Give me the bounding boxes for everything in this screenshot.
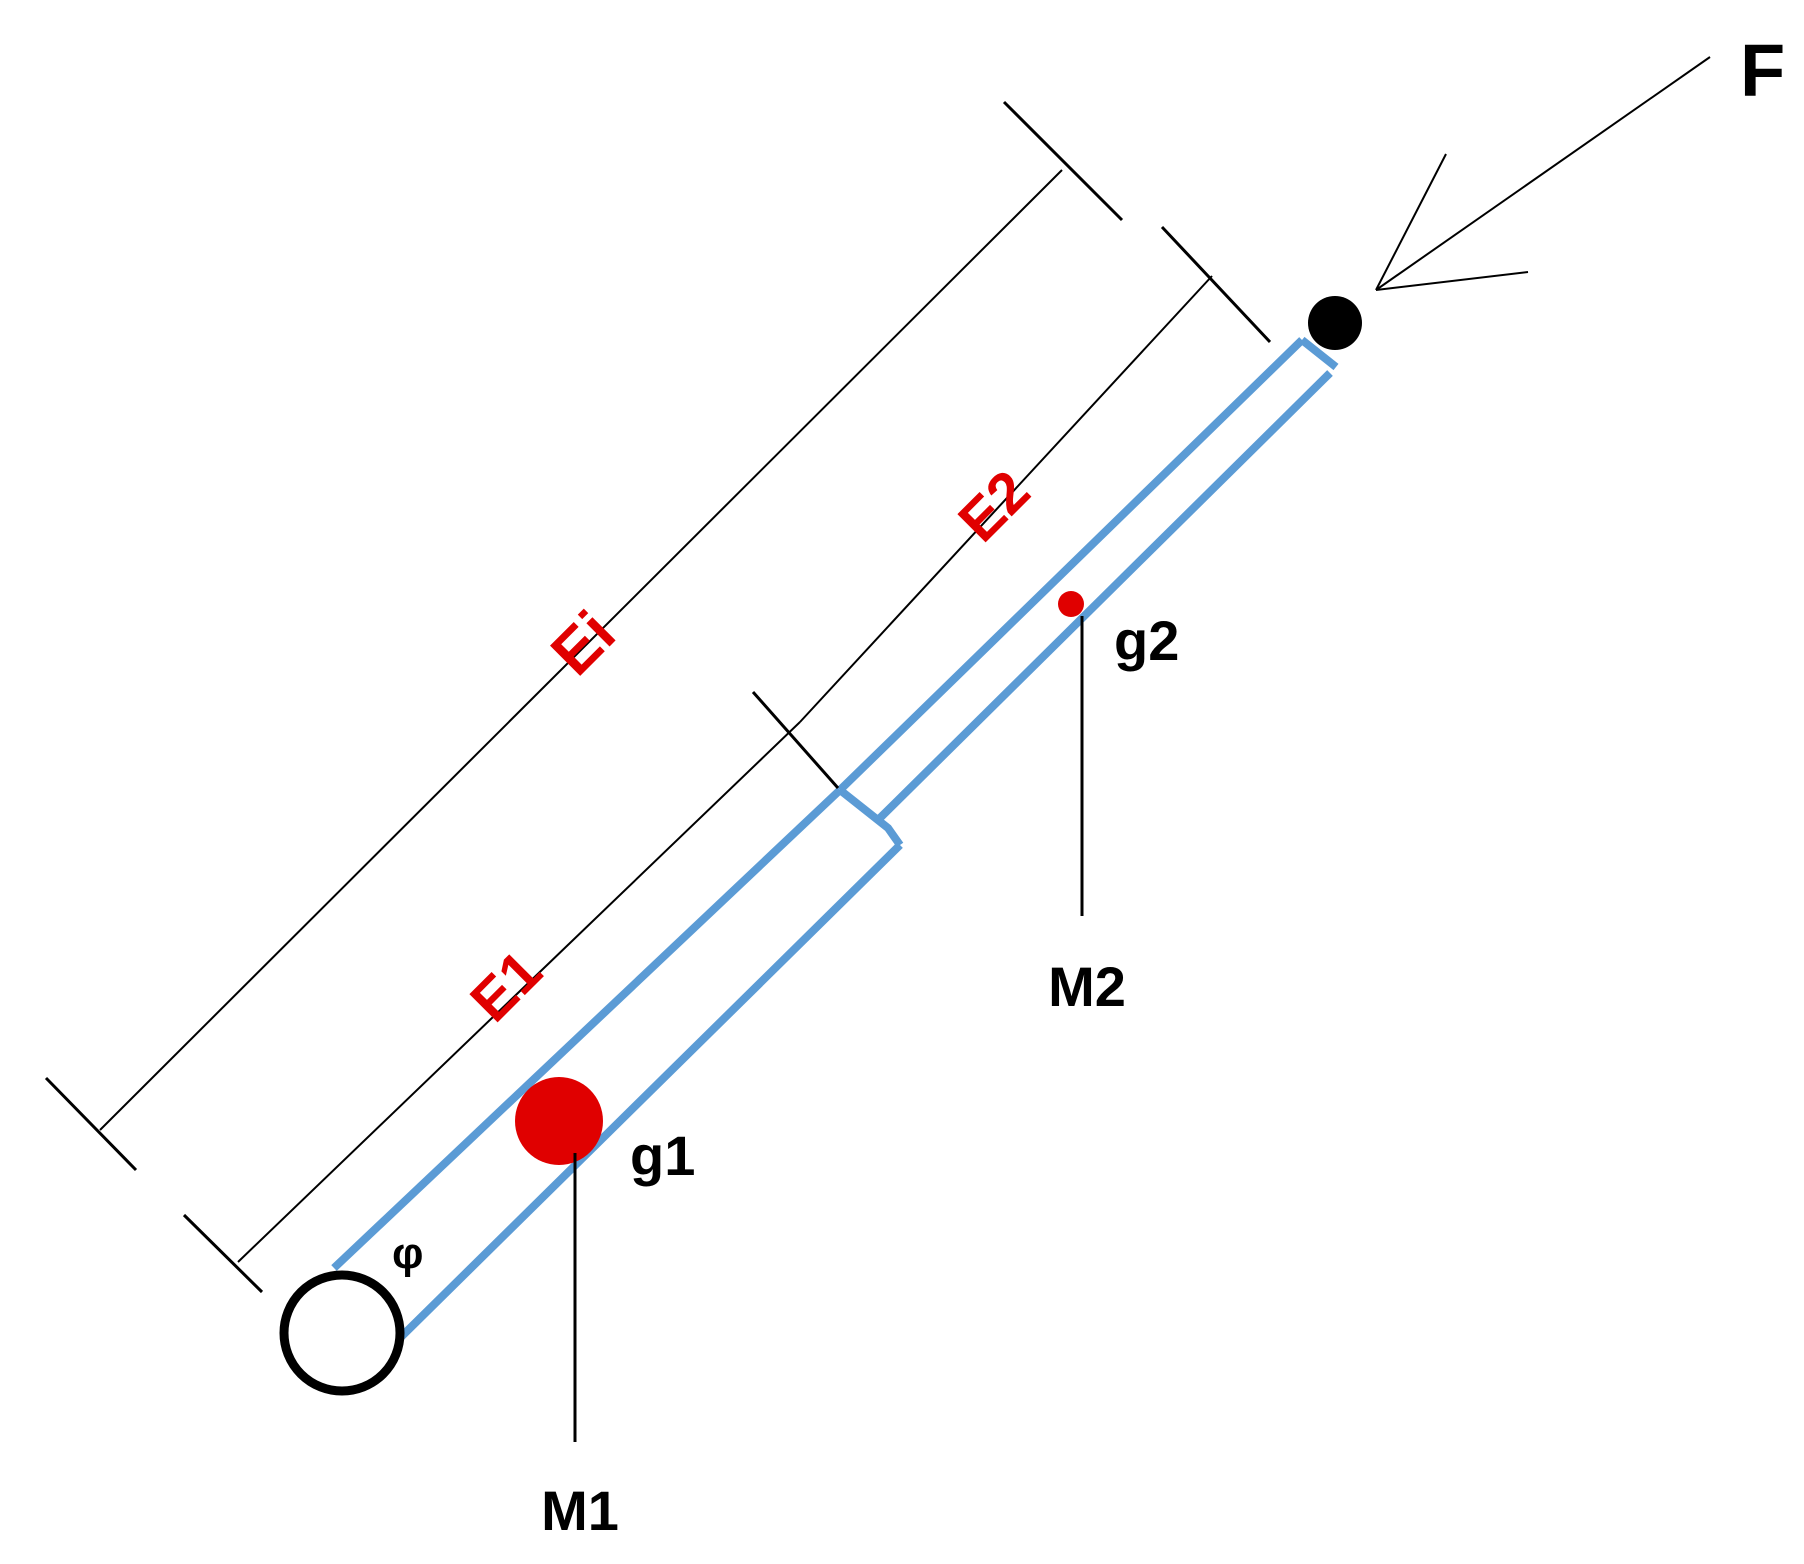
dimension-ei (44, 100, 1124, 1172)
dimension-ei-tick-end (1002, 100, 1124, 222)
force-label: F (1740, 29, 1785, 112)
force-arrow-head-upper (1375, 153, 1447, 291)
dimension-ei-line (99, 169, 1063, 1131)
dimension-e1-tick-start (182, 1213, 264, 1294)
segment-2-label: E2 (946, 458, 1042, 554)
dimension-e1-line (237, 721, 801, 1263)
cog-2-label: g2 (1114, 609, 1179, 672)
dimension-e2 (799, 225, 1272, 723)
segment-1-label: E1 (458, 938, 554, 1034)
force-arrow (1375, 56, 1711, 291)
cylinder-body (331, 336, 1339, 1341)
rod-tip-joint (1308, 296, 1362, 350)
dimension-ei-tick-start (44, 1076, 138, 1172)
dimension-e2-line (799, 275, 1213, 723)
center-of-gravity-2 (1058, 591, 1084, 617)
rod-lower-wall (877, 370, 1333, 821)
center-of-gravity-1 (515, 1077, 603, 1165)
rod-end-cap (1299, 336, 1339, 371)
dimension-e1-tick-end (751, 691, 840, 789)
force-arrow-shaft (1375, 56, 1711, 291)
total-length-label: Ei (538, 598, 628, 688)
base-pivot (279, 1270, 405, 1396)
cog-1-label: g1 (630, 1124, 695, 1187)
angle-label: φ (392, 1229, 423, 1278)
stage-step (837, 786, 904, 848)
mass-2-label: M2 (1048, 955, 1126, 1018)
dimension-e2-tick-end (1160, 225, 1272, 344)
mass-1-label: M1 (541, 1479, 619, 1542)
barrel-lower-wall (397, 842, 903, 1341)
force-arrow-head-lower (1375, 271, 1529, 291)
rod-upper-wall (837, 337, 1305, 793)
barrel-upper-wall (331, 787, 843, 1271)
dimension-e1 (182, 691, 840, 1294)
